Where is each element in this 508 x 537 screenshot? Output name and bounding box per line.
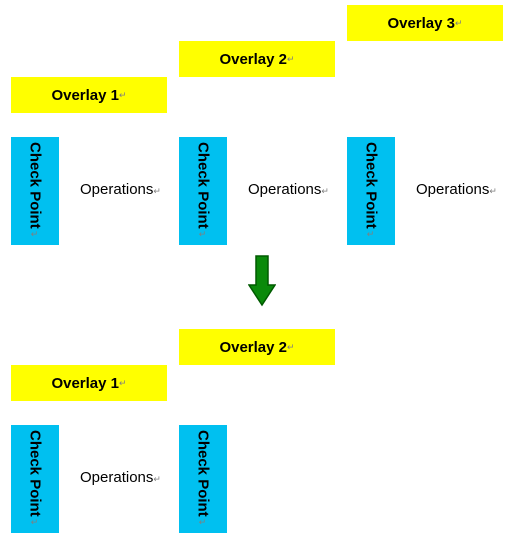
operations-text: Operations↵ <box>248 181 329 198</box>
checkpoint-label: Check Point <box>26 430 44 517</box>
overlay-label: Overlay 1 <box>51 374 119 392</box>
paragraph-mark: ↵ <box>119 377 127 388</box>
overlay-label: Overlay 2 <box>219 50 287 68</box>
checkpoint-2-box: Check Point↵ <box>179 137 227 245</box>
paragraph-mark: ↵ <box>198 516 207 527</box>
checkpoint-label: Check Point <box>194 430 212 517</box>
paragraph-mark: ↵ <box>153 186 161 196</box>
paragraph-mark: ↵ <box>153 474 161 484</box>
operations-label: Operations <box>416 181 490 198</box>
paragraph-mark: ↵ <box>366 228 375 239</box>
paragraph-mark: ↵ <box>455 17 463 28</box>
paragraph-mark: ↵ <box>489 186 497 196</box>
overlay-2-box: Overlay 2↵ <box>179 41 335 77</box>
checkpoint-label: Check Point <box>194 142 212 229</box>
paragraph-mark: ↵ <box>119 89 127 100</box>
overlay-label: Overlay 1 <box>51 86 119 104</box>
operations-text: Operations↵ <box>416 181 497 198</box>
paragraph-mark: ↵ <box>287 341 295 352</box>
overlay-3-box: Overlay 3↵ <box>347 5 503 41</box>
operations-label: Operations <box>248 181 322 198</box>
checkpoint-3-box: Check Point↵ <box>347 137 395 245</box>
operations-label: Operations <box>80 181 154 198</box>
overlay-label: Overlay 3 <box>387 14 455 32</box>
overlay-2-box: Overlay 2↵ <box>179 329 335 365</box>
paragraph-mark: ↵ <box>321 186 329 196</box>
operations-text: Operations↵ <box>80 181 161 198</box>
paragraph-mark: ↵ <box>30 516 39 527</box>
paragraph-mark: ↵ <box>287 53 295 64</box>
checkpoint-2-box: Check Point↵ <box>179 425 227 533</box>
overlay-label: Overlay 2 <box>219 338 287 356</box>
operations-text: Operations↵ <box>80 469 161 486</box>
checkpoint-1-box: Check Point↵ <box>11 137 59 245</box>
operations-label: Operations <box>80 469 154 486</box>
down-arrow-icon <box>248 255 276 307</box>
checkpoint-label: Check Point <box>26 142 44 229</box>
paragraph-mark: ↵ <box>30 228 39 239</box>
paragraph-mark: ↵ <box>198 228 207 239</box>
checkpoint-1-box: Check Point↵ <box>11 425 59 533</box>
overlay-1-box: Overlay 1↵ <box>11 365 167 401</box>
checkpoint-label: Check Point <box>362 142 380 229</box>
overlay-1-box: Overlay 1↵ <box>11 77 167 113</box>
